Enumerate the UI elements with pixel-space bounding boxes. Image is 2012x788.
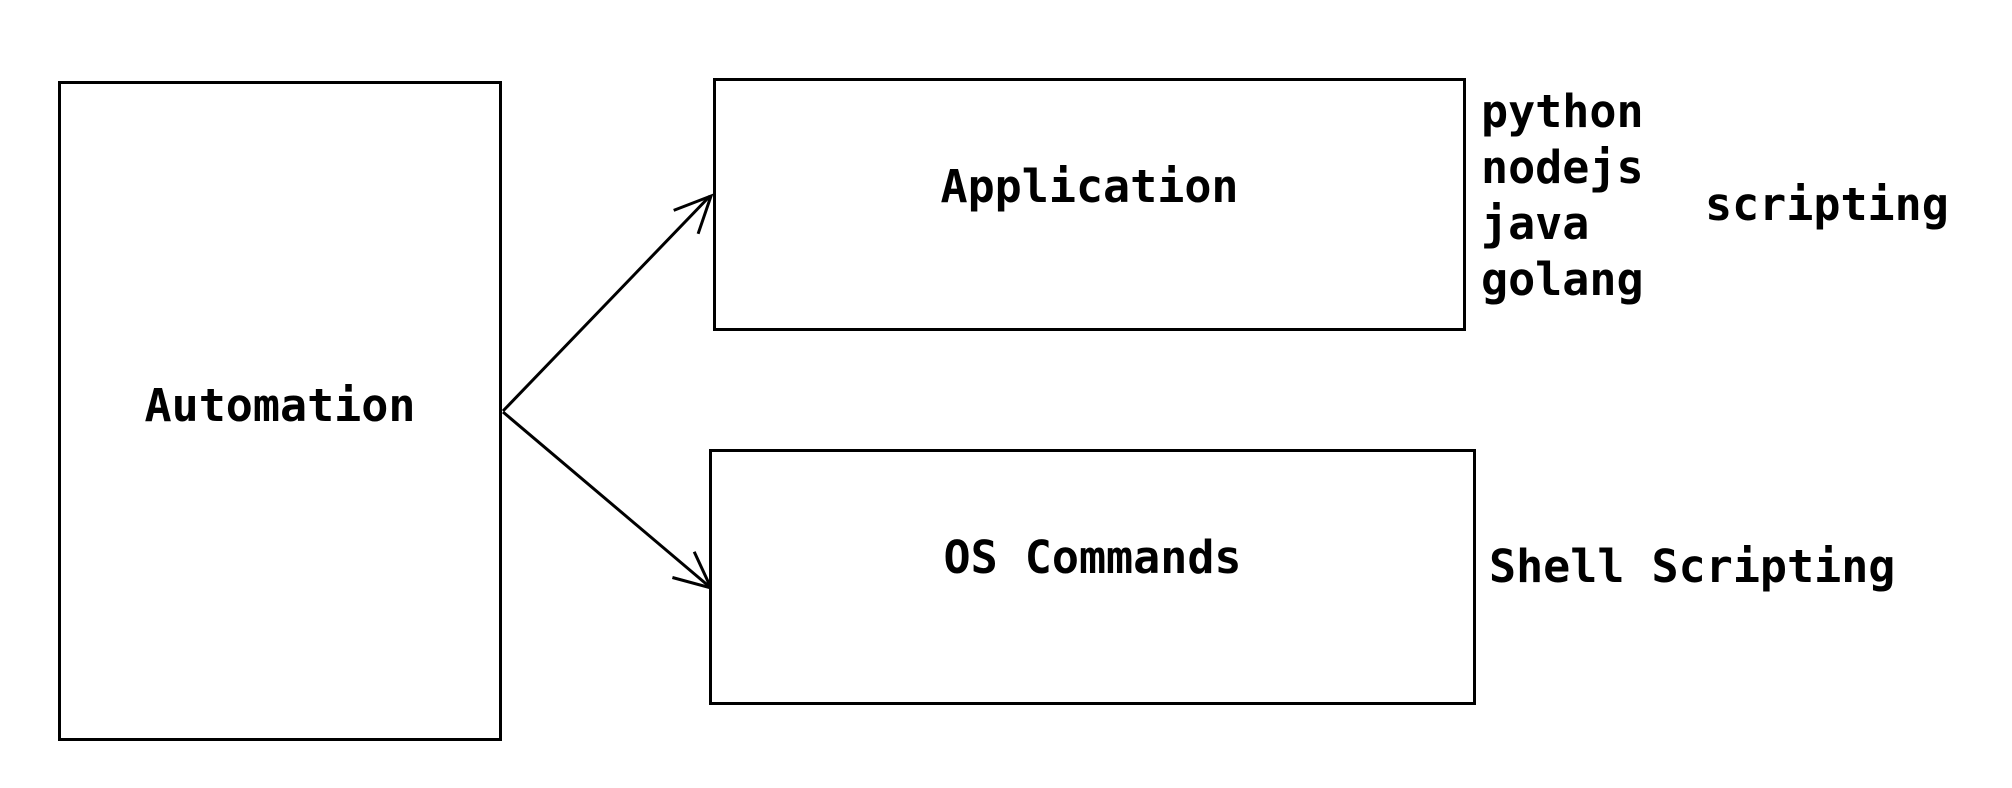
os-shell-scripting-note: Shell Scripting <box>1489 540 1896 593</box>
application-scripting-note: scripting <box>1705 178 1949 231</box>
application-language-list: python nodejs java golang <box>1481 84 1644 308</box>
node-os-commands: OS Commands <box>709 449 1476 705</box>
language-item-nodejs: nodejs <box>1481 141 1644 194</box>
language-item-golang: golang <box>1481 253 1644 306</box>
node-application-label: Application <box>940 160 1239 213</box>
language-item-java: java <box>1481 197 1590 250</box>
node-automation: Automation <box>58 81 502 741</box>
node-os-commands-label: OS Commands <box>943 530 1242 584</box>
arrow-automation-to-os-commands <box>502 410 714 591</box>
node-automation-label: Automation <box>144 378 416 432</box>
language-item-python: python <box>1481 85 1644 138</box>
node-application: Application <box>713 78 1466 331</box>
arrow-automation-to-application <box>501 193 714 413</box>
